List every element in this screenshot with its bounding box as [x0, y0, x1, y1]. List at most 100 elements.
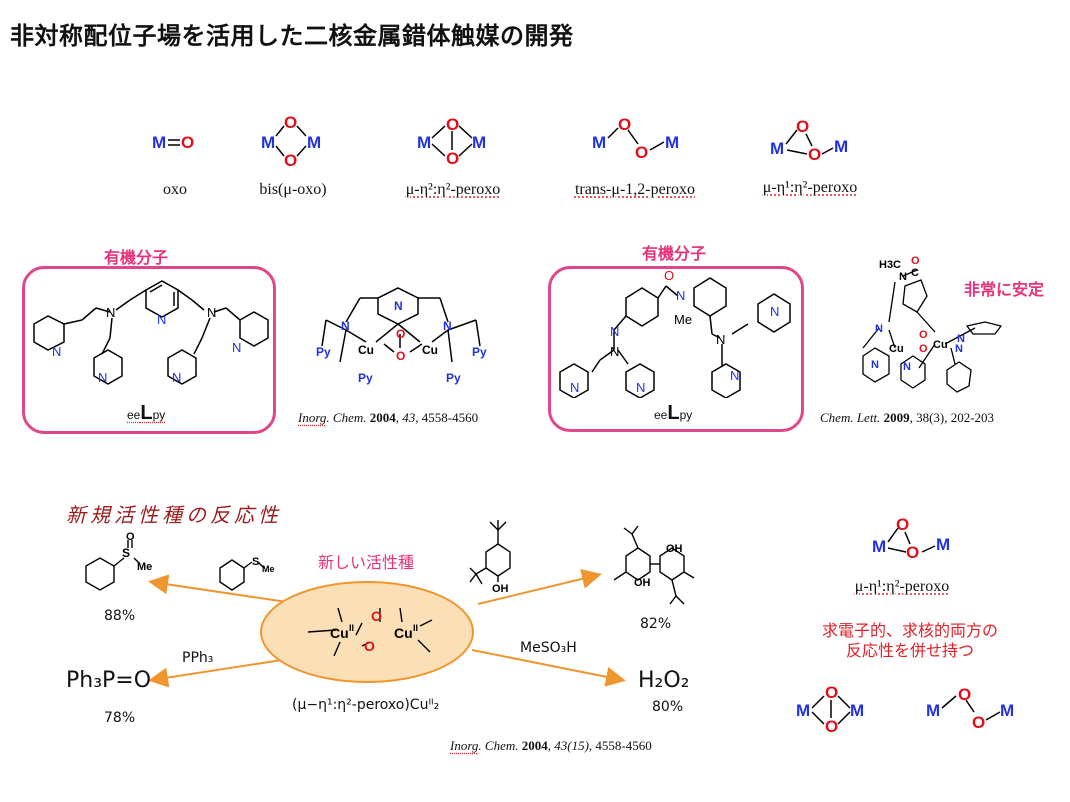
- svg-text:M: M: [872, 537, 886, 556]
- svg-text:O: O: [958, 685, 971, 704]
- biphenol-product-structure: [613, 525, 695, 605]
- stable-label: 非常に安定: [964, 280, 1045, 299]
- svg-text:N: N: [443, 319, 452, 333]
- svg-text:Me: Me: [137, 561, 152, 573]
- svg-text:O: O: [618, 115, 631, 134]
- svg-text:Cu: Cu: [330, 625, 349, 641]
- svg-text:O: O: [284, 113, 297, 132]
- ligand-box-1: [22, 266, 276, 434]
- oxygen-atom: O: [181, 133, 194, 152]
- svg-text:O: O: [364, 638, 375, 654]
- svg-text:S: S: [252, 556, 259, 568]
- svg-text:O: O: [446, 115, 459, 134]
- svg-text:M: M: [1000, 701, 1014, 720]
- svg-text:M: M: [472, 133, 486, 152]
- phenol-reactant-structure: [469, 520, 511, 585]
- svg-text:Py: Py: [316, 345, 331, 359]
- svg-text:O: O: [972, 713, 985, 732]
- svg-text:II: II: [413, 623, 418, 633]
- svg-text:O: O: [396, 349, 405, 363]
- svg-text:Cu: Cu: [889, 343, 904, 355]
- svg-text:O: O: [664, 268, 674, 283]
- ligand-box-2: [548, 266, 804, 432]
- svg-text:N: N: [341, 319, 350, 333]
- svg-text:O: O: [396, 327, 405, 341]
- svg-text:O: O: [371, 608, 382, 624]
- mu-eta1-eta2-peroxo-diagram: M O O M: [770, 117, 848, 164]
- svg-text:N: N: [676, 288, 685, 303]
- sulfide-structure: [219, 559, 265, 591]
- metal-atom: M: [152, 133, 166, 152]
- ligand-2-structure: O N Me N N N N N N N: [559, 268, 791, 398]
- svg-text:N: N: [955, 343, 963, 355]
- ligand-1-name: eeLpy: [127, 402, 166, 424]
- right-mode-label: μ-η¹:η²-peroxo: [854, 578, 950, 595]
- svg-text:Cu: Cu: [394, 625, 413, 641]
- svg-text:M: M: [926, 701, 940, 720]
- svg-text:OH: OH: [634, 577, 651, 589]
- svg-text:Py: Py: [472, 345, 487, 359]
- sulfur-atom: S: [122, 546, 130, 560]
- copper-complex-structure: N N N O O Cu Cu Py Py Py Py: [316, 287, 487, 385]
- phenol-yield: 82%: [640, 616, 672, 632]
- citation-3: Inorg. Chem. 2004, 43(15), 4558-4560: [450, 738, 652, 753]
- right-bottom-modes: M M O O M O O M: [796, 683, 1014, 736]
- svg-text:N: N: [875, 323, 883, 335]
- svg-text:O: O: [635, 143, 648, 162]
- svg-text:M: M: [796, 701, 810, 720]
- svg-text:O: O: [808, 145, 821, 164]
- svg-text:N: N: [903, 361, 911, 373]
- svg-text:N: N: [232, 340, 241, 355]
- svg-text:M: M: [592, 133, 606, 152]
- svg-text:O: O: [919, 343, 928, 355]
- new-species-label: 新しい活性種: [318, 553, 415, 572]
- svg-text:Cu: Cu: [422, 343, 438, 357]
- organic-molecule-label-2: 有機分子: [642, 244, 707, 263]
- mode-label-trans: trans-μ-1,2-peroxo: [574, 181, 696, 198]
- sulfoxide-yield: 88%: [104, 608, 136, 624]
- svg-text:N: N: [570, 380, 579, 395]
- copper-atom: Cu: [358, 343, 374, 357]
- svg-text:N: N: [106, 305, 115, 320]
- svg-text:Me: Me: [262, 564, 275, 574]
- svg-text:O: O: [825, 717, 838, 736]
- stable-complex-structure: H3C O C N N N Cu O O Cu N N N: [862, 255, 1003, 393]
- svg-text:N: N: [770, 304, 779, 319]
- svg-text:O: O: [896, 515, 909, 534]
- sulfoxide-structure: [85, 540, 141, 591]
- ligand-2-name: eeLpy: [654, 402, 693, 424]
- svg-text:M: M: [307, 133, 321, 152]
- phosphine-reagent: PPh₃: [182, 650, 214, 666]
- svg-text:N: N: [957, 333, 965, 345]
- center-formula: (μ−η¹:η²-peroxo)Cuᴵᴵ₂: [292, 697, 440, 713]
- mode-label-mu-eta1-eta2: μ-η¹:η²-peroxo: [762, 179, 858, 196]
- svg-text:M: M: [665, 133, 679, 152]
- citation-1: Inorg. Chem. 2004, 43, 4558-4560: [298, 410, 479, 425]
- svg-text:Py: Py: [358, 371, 373, 385]
- ligand-1-structure: N N N N N N N: [33, 280, 269, 385]
- svg-text:O: O: [825, 683, 838, 702]
- svg-text:OH: OH: [666, 543, 683, 555]
- nitrogen-atom: N: [157, 312, 166, 327]
- svg-text:Py: Py: [446, 371, 461, 385]
- svg-text:O: O: [446, 149, 459, 168]
- svg-text:O: O: [919, 329, 928, 341]
- organic-molecule-label: 有機分子: [104, 248, 169, 267]
- mode-label-bis-mu-oxo: bis(μ-oxo): [259, 181, 327, 198]
- bis-mu-oxo-diagram: M M O O: [261, 113, 321, 170]
- svg-text:N: N: [394, 299, 403, 313]
- right-desc-line-1: 求電子的、求核的両方の: [821, 621, 998, 640]
- svg-text:N: N: [172, 370, 181, 385]
- methyl-h3c: H3C: [879, 259, 901, 271]
- svg-text:N: N: [716, 332, 725, 347]
- svg-text:N: N: [98, 370, 107, 385]
- svg-text:Cu: Cu: [933, 339, 948, 351]
- svg-text:M: M: [850, 701, 864, 720]
- svg-text:O: O: [284, 151, 297, 170]
- svg-text:N: N: [636, 380, 645, 395]
- svg-text:M: M: [936, 535, 950, 554]
- active-species-ellipse: [260, 581, 474, 683]
- svg-text:M: M: [261, 133, 275, 152]
- acid-yield: 80%: [652, 699, 684, 715]
